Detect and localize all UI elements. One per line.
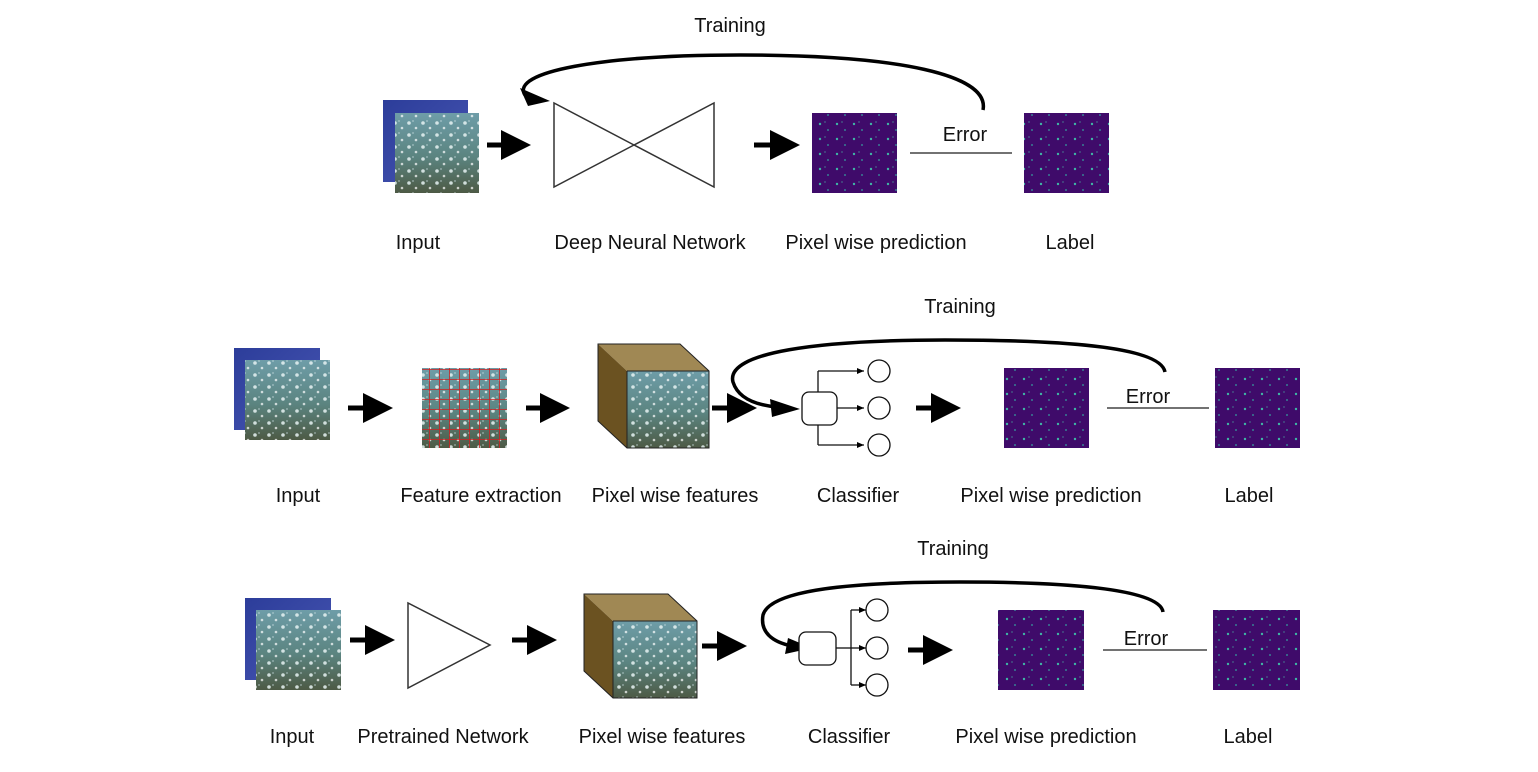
panel-mid: Training xyxy=(234,296,1300,507)
prediction-caption: Pixel wise prediction xyxy=(785,232,966,254)
dnn-hourglass-icon xyxy=(553,101,715,189)
training-loop-arrow xyxy=(730,338,1167,409)
label-map xyxy=(1215,368,1300,448)
label-caption: Label xyxy=(1225,485,1274,507)
features-caption: Pixel wise features xyxy=(579,726,746,748)
training-loop-arrow xyxy=(521,53,985,111)
input-caption: Input xyxy=(396,232,441,254)
classifier-caption: Classifier xyxy=(808,726,891,748)
feature-caption: Feature extraction xyxy=(400,485,561,507)
classifier-icon xyxy=(801,359,891,457)
training-label: Training xyxy=(917,538,989,560)
error-label: Error xyxy=(943,124,988,146)
network-caption: Pretrained Network xyxy=(357,726,529,748)
network-caption: Deep Neural Network xyxy=(554,232,746,254)
prediction-caption: Pixel wise prediction xyxy=(960,485,1141,507)
error-label: Error xyxy=(1126,386,1171,408)
input-caption: Input xyxy=(276,485,321,507)
prediction-map xyxy=(812,113,897,193)
input-image xyxy=(383,100,479,193)
training-loop-arrow xyxy=(760,580,1165,648)
pretrained-network-triangle-icon xyxy=(407,601,492,690)
input-caption: Input xyxy=(270,726,315,748)
training-label: Training xyxy=(694,15,766,37)
training-arrowhead xyxy=(520,88,550,106)
label-map xyxy=(1213,610,1300,690)
classifier-icon xyxy=(798,598,889,697)
panel-bot: Training xyxy=(245,538,1300,748)
training-label: Training xyxy=(924,296,996,318)
feature-cube xyxy=(583,593,698,699)
feature-cube xyxy=(597,343,710,449)
classifier-caption: Classifier xyxy=(817,485,900,507)
feature-grid-image xyxy=(422,368,507,448)
input-image xyxy=(245,598,341,690)
label-map xyxy=(1024,113,1109,193)
input-image xyxy=(234,348,330,440)
label-caption: Label xyxy=(1224,726,1273,748)
prediction-map xyxy=(998,610,1084,690)
features-caption: Pixel wise features xyxy=(592,485,759,507)
error-label: Error xyxy=(1124,628,1169,650)
prediction-caption: Pixel wise prediction xyxy=(955,726,1136,748)
label-caption: Label xyxy=(1046,232,1095,254)
panel-top: Training Error Input Deep Neural Network… xyxy=(383,15,1109,254)
training-arrowhead xyxy=(770,399,800,417)
prediction-map xyxy=(1004,368,1089,448)
